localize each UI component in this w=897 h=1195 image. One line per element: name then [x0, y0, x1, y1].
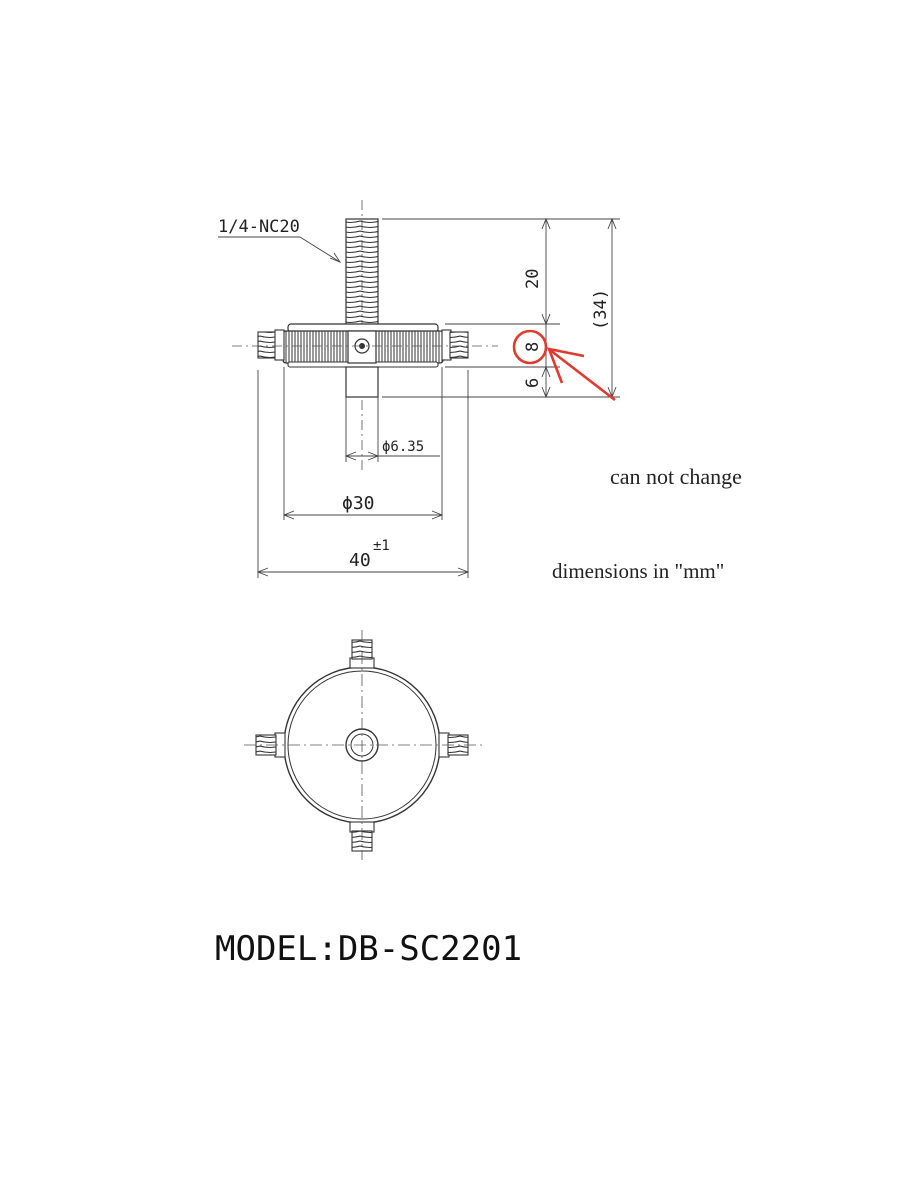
dim-40-label: 40: [349, 550, 371, 571]
thread-spec-label: 1/4-NC20: [218, 217, 300, 237]
right-set-screw: [441, 329, 469, 361]
lower-shaft: [345, 366, 379, 398]
dim-phi-635-label: ϕ6.35: [382, 439, 424, 455]
can-not-change-note: can not change: [610, 464, 742, 489]
dim-40-tolerance: ±1: [373, 538, 390, 554]
dim-8-label: 8: [523, 342, 543, 352]
annotation-arrow: [549, 348, 616, 402]
model-label: MODEL:DB-SC2201: [215, 929, 522, 969]
dim-20-label: 20: [523, 269, 543, 289]
units-note: dimensions in "mm": [552, 559, 724, 583]
dimension-lines: [218, 217, 620, 578]
side-view: [232, 200, 498, 470]
left-set-screw: [257, 329, 285, 361]
dim-phi-30-label: ϕ30: [342, 493, 375, 514]
highlight-circle: [512, 329, 548, 365]
top-view: [244, 630, 482, 860]
dim-34-label: (34): [591, 289, 611, 330]
red-annotation: [512, 329, 616, 402]
dim-6-label: 6: [523, 378, 543, 388]
